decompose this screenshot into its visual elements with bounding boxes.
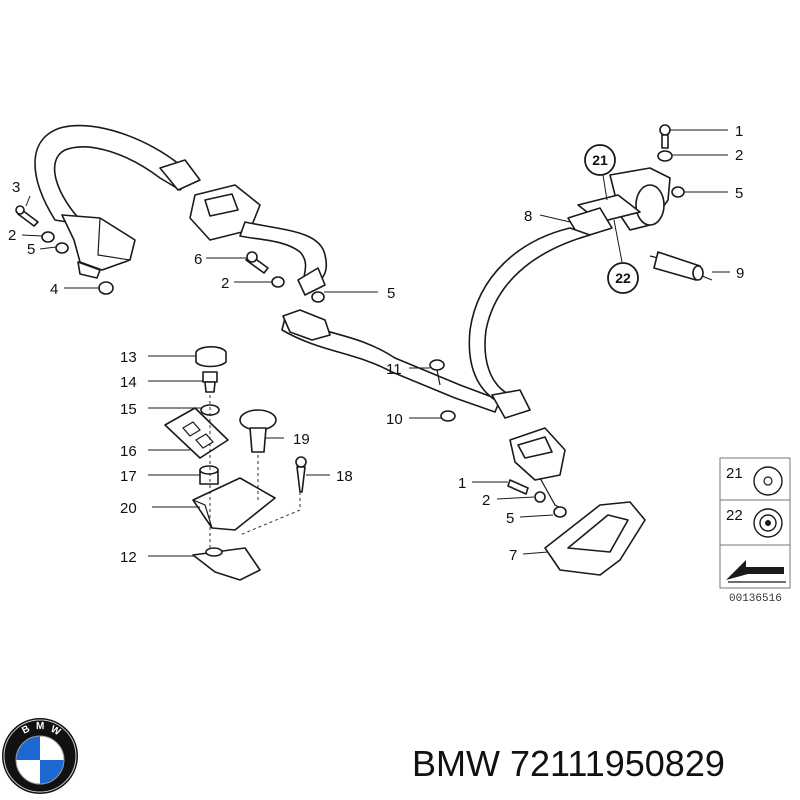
callout-11: 11	[386, 361, 402, 378]
callout-14: 14	[120, 374, 137, 391]
callout-2: 2	[221, 275, 229, 292]
svg-text:B: B	[20, 724, 32, 737]
left-belt-assembly	[15, 124, 501, 413]
callout-21: 21	[592, 152, 608, 168]
callout-15: 15	[120, 401, 137, 418]
callout-2: 2	[735, 147, 743, 164]
callout-9: 9	[736, 265, 744, 282]
callout-2: 2	[482, 492, 490, 509]
callout-20: 20	[120, 500, 137, 517]
callout-5: 5	[27, 241, 35, 258]
part-number-caption: BMW 72111950829	[412, 743, 725, 784]
callout-19: 19	[293, 431, 310, 448]
legend-21-label: 21	[726, 465, 743, 482]
callout-16: 16	[120, 443, 137, 460]
callout-1: 1	[735, 123, 743, 140]
callout-7: 7	[509, 547, 517, 564]
bolt-11	[429, 359, 445, 386]
callout-13: 13	[120, 349, 137, 366]
legend-box: 21 22	[719, 457, 791, 589]
grommet-21-icon	[753, 466, 783, 496]
callout-17: 17	[120, 468, 137, 485]
callout-1: 1	[458, 475, 466, 492]
pin-9	[649, 251, 713, 281]
bolt-3	[15, 205, 39, 227]
callout-22: 22	[615, 270, 631, 286]
callout-5: 5	[387, 285, 395, 302]
callout-3: 3	[12, 179, 20, 196]
callout-6: 6	[194, 251, 202, 268]
callout-2: 2	[8, 227, 16, 244]
document-number: 00136516	[729, 593, 782, 605]
callout-21-circle: 21	[584, 144, 616, 176]
callout-22-circle: 22	[607, 262, 639, 294]
bolt-1-top	[659, 124, 671, 149]
bolt-6	[245, 251, 269, 274]
callout-5: 5	[735, 185, 743, 202]
svg-text:M: M	[36, 721, 44, 732]
grommet-22-icon	[753, 508, 783, 538]
bmw-logo: B M W	[2, 718, 78, 794]
arrow-symbol-icon	[726, 560, 786, 583]
callout-4: 4	[50, 281, 58, 298]
leader-lines	[21, 129, 730, 557]
callout-8: 8	[524, 208, 532, 225]
callout-10: 10	[386, 411, 403, 428]
bracket-parts	[164, 345, 307, 581]
callout-18: 18	[336, 468, 353, 485]
legend-22-label: 22	[726, 507, 743, 524]
callout-5: 5	[506, 510, 514, 527]
right-belt-assembly	[429, 124, 713, 576]
callout-12: 12	[120, 549, 137, 566]
callout-labels: 1 2 5 8 9 21 22 3 2 5 4 6 2 5 13 14 15 1…	[8, 123, 744, 566]
